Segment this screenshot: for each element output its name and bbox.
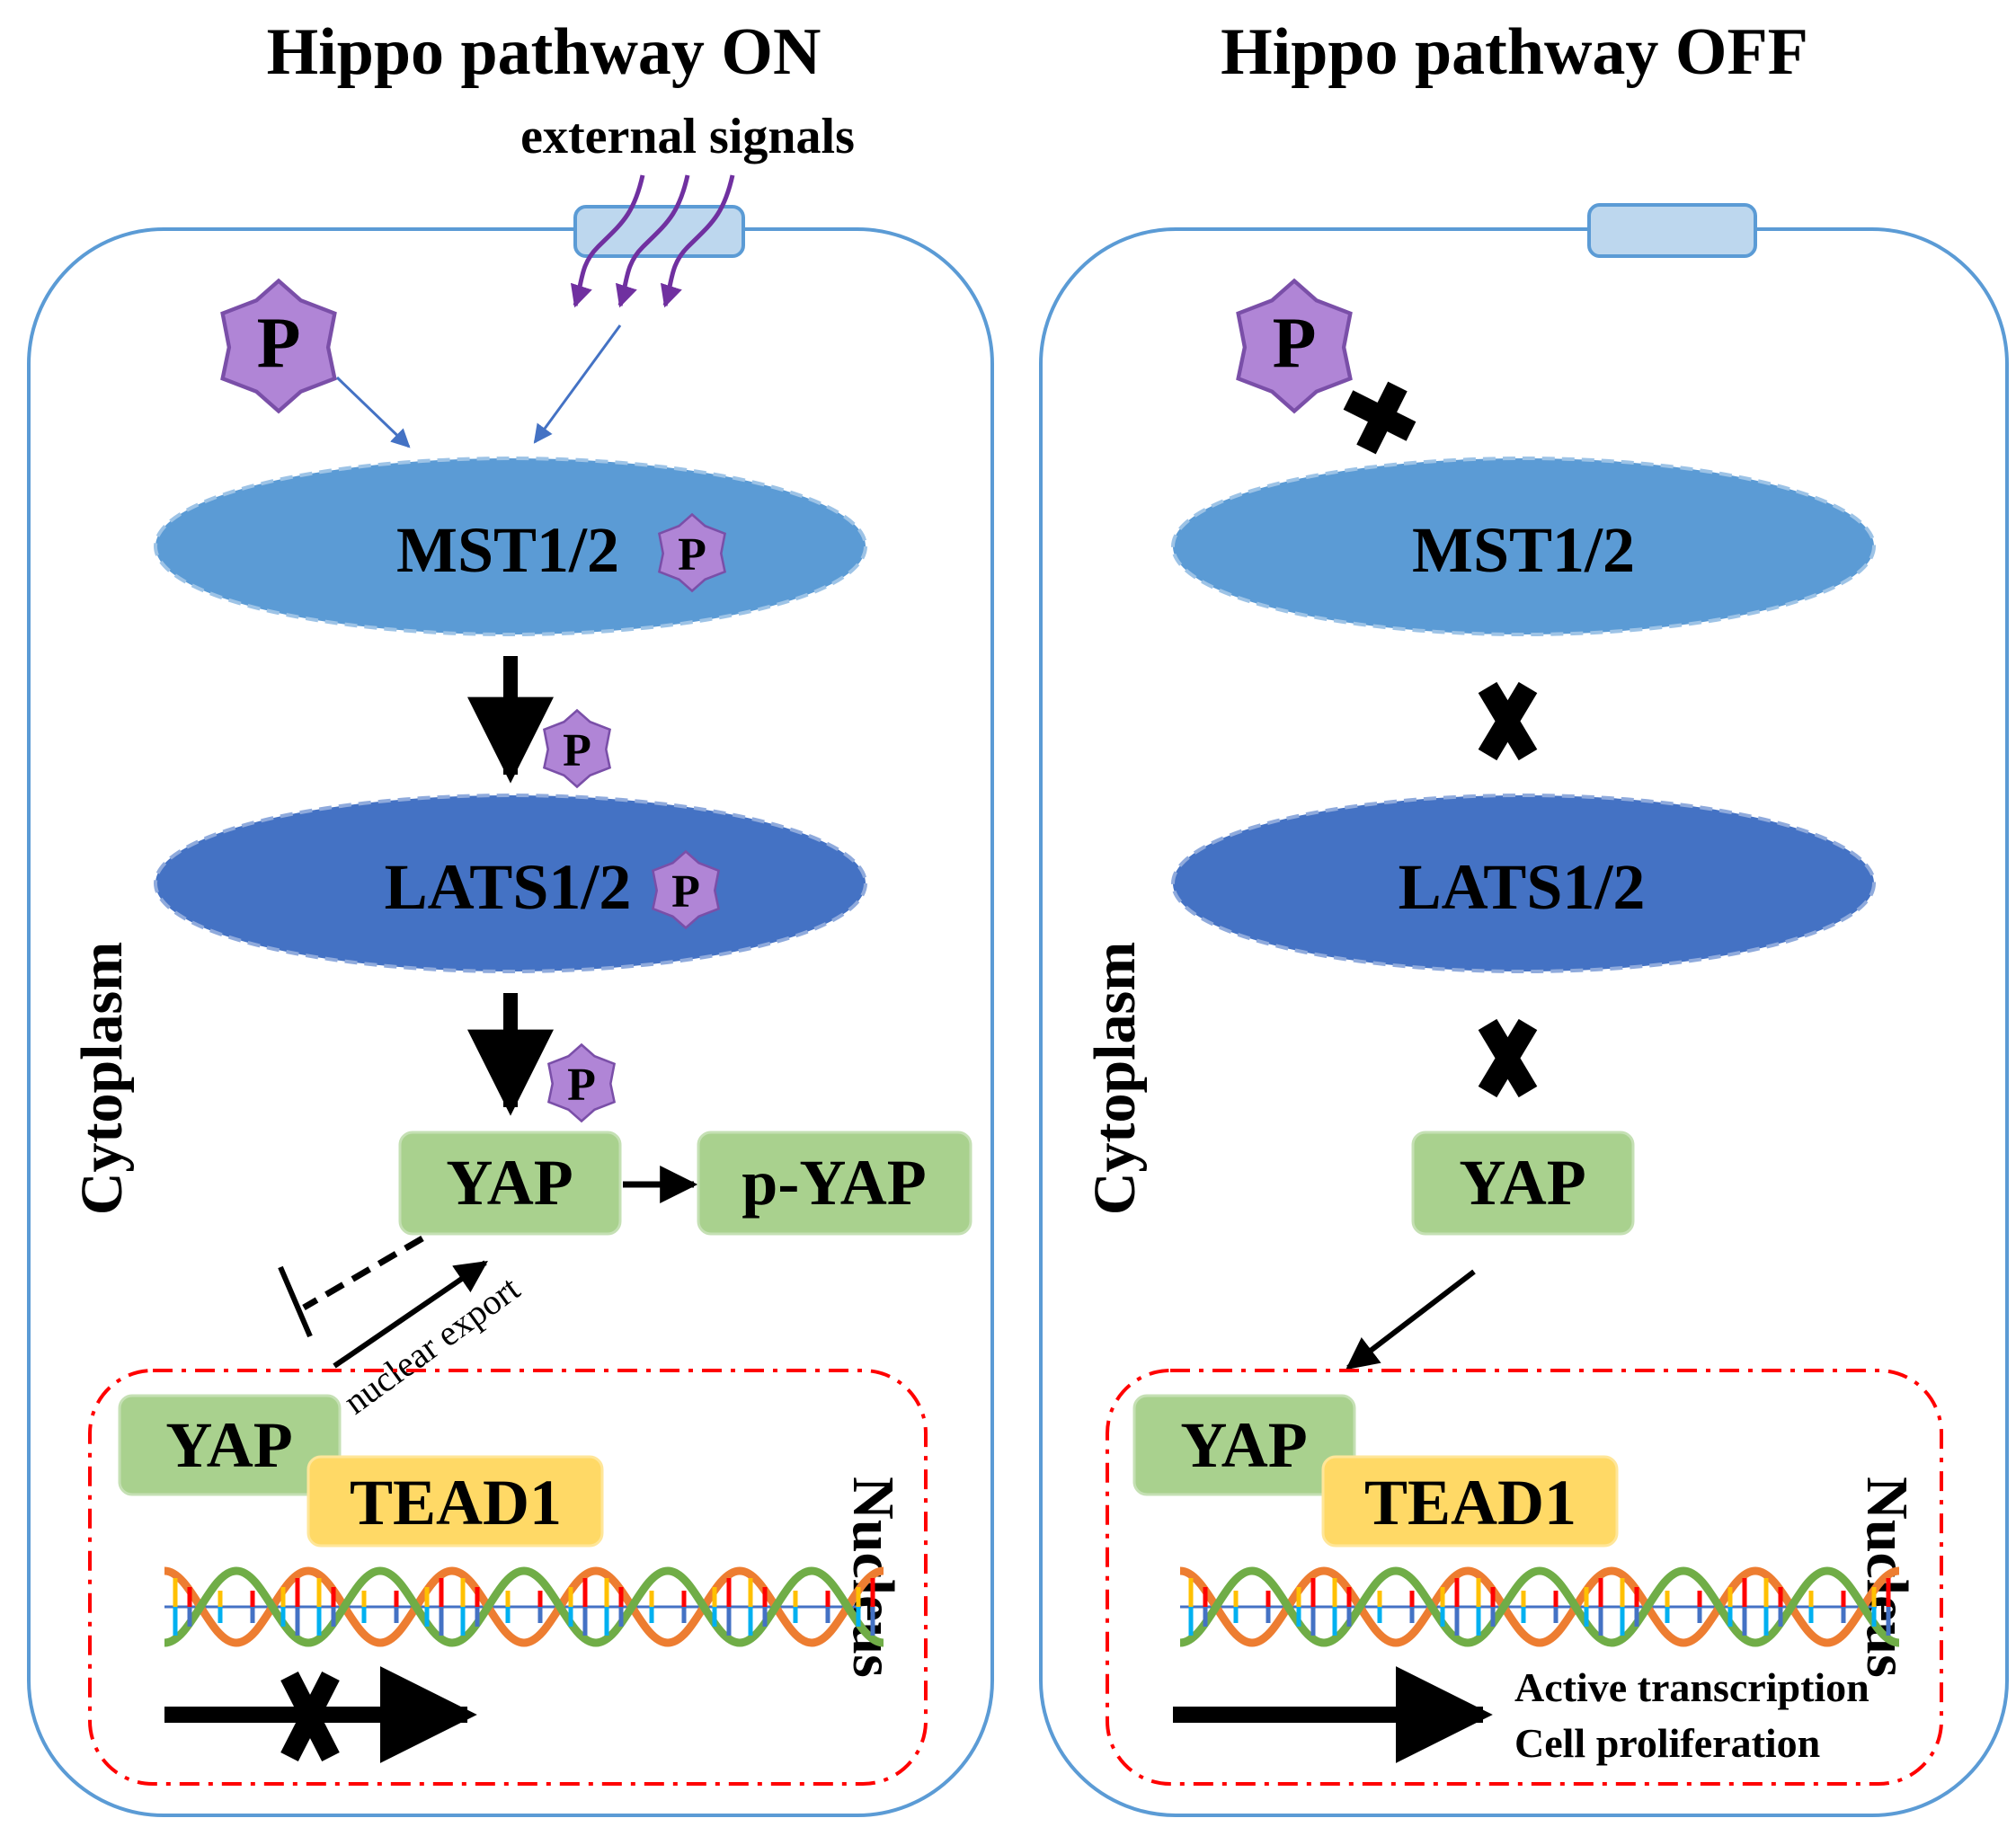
lats-ellipse-on [154,794,867,973]
cytoplasm-label-on: Cytoplasm [69,942,135,1215]
pyap-label: p-YAP [742,1147,926,1219]
lats-label-on: LATS1/2 [385,851,632,923]
lats-label-off: LATS1/2 [1399,851,1646,923]
nuclear-yap-label-off: YAP [1180,1409,1307,1481]
panel-off: Hippo pathway OFF P MST1/2 LATS1/2 YAP C… [1039,15,2009,1817]
cytoplasm-label-off: Cytoplasm [1082,942,1148,1215]
mst-ellipse-on [154,457,867,636]
external-signal-arrows [570,174,735,308]
signal-to-mst-arrow [533,324,622,444]
cell-membrane-off [1039,227,2009,1817]
phosphorylation-blocked-x-icon [1343,381,1417,455]
yap-box-on [398,1131,622,1236]
panel-off-title: Hippo pathway OFF [1221,15,1808,89]
dna-helix-off [1180,1571,1899,1643]
yap-label-off: YAP [1459,1147,1585,1219]
lats-yap-blocked-x-icon [1478,1018,1538,1098]
dna-helix-on [164,1571,884,1643]
outcome-proliferation-label: Cell proliferation [1514,1720,1820,1766]
lats-phospho-transfer-label: P [563,725,591,776]
nuclear-export-arrow [333,1260,488,1369]
nuclear-yap-box-on [118,1394,342,1496]
nucleus-off [1106,1369,1943,1786]
phosphate-label-off: P [1273,304,1317,383]
yap-box-off [1411,1131,1635,1236]
lats-phospho-label: P [671,866,700,918]
membrane-receptor-off [1587,203,1757,258]
mst-ellipse-off [1171,457,1876,636]
phosphate-label: P [257,304,301,383]
panel-on: Hippo pathway ON external signals P MST1… [27,15,994,1817]
mst-label-off: MST1/2 [1412,514,1635,586]
external-signals-label: external signals [520,109,855,164]
mst-lats-blocked-x-icon [1478,681,1538,761]
transcription-blocked-x-icon [280,1671,340,1762]
mst-phospho-label: P [678,529,706,581]
outcome-transcription-label: Active transcription [1514,1664,1869,1710]
yap-nuclear-import-arrow [1345,1269,1476,1370]
tead1-box-off [1321,1455,1619,1548]
pyap-box [697,1131,972,1236]
nuclear-yap-box-off [1132,1394,1356,1496]
nuclear-import-block-line [302,1235,424,1311]
nucleus-on [88,1369,928,1786]
nuclear-yap-label-on: YAP [165,1409,292,1481]
tead1-label-on: TEAD1 [350,1467,562,1539]
nuclear-import-block-bar [278,1265,313,1338]
cell-membrane-on [27,227,994,1817]
lats-ellipse-off [1171,794,1876,973]
tead1-box-on [306,1455,604,1548]
mst-label-on: MST1/2 [396,514,619,586]
tead1-label-off: TEAD1 [1364,1467,1576,1539]
yap-phospho-transfer-label: P [567,1060,596,1111]
yap-label-on: YAP [446,1147,573,1219]
panel-on-title: Hippo pathway ON [267,15,821,89]
phosphate-to-mst-arrow [335,376,411,448]
